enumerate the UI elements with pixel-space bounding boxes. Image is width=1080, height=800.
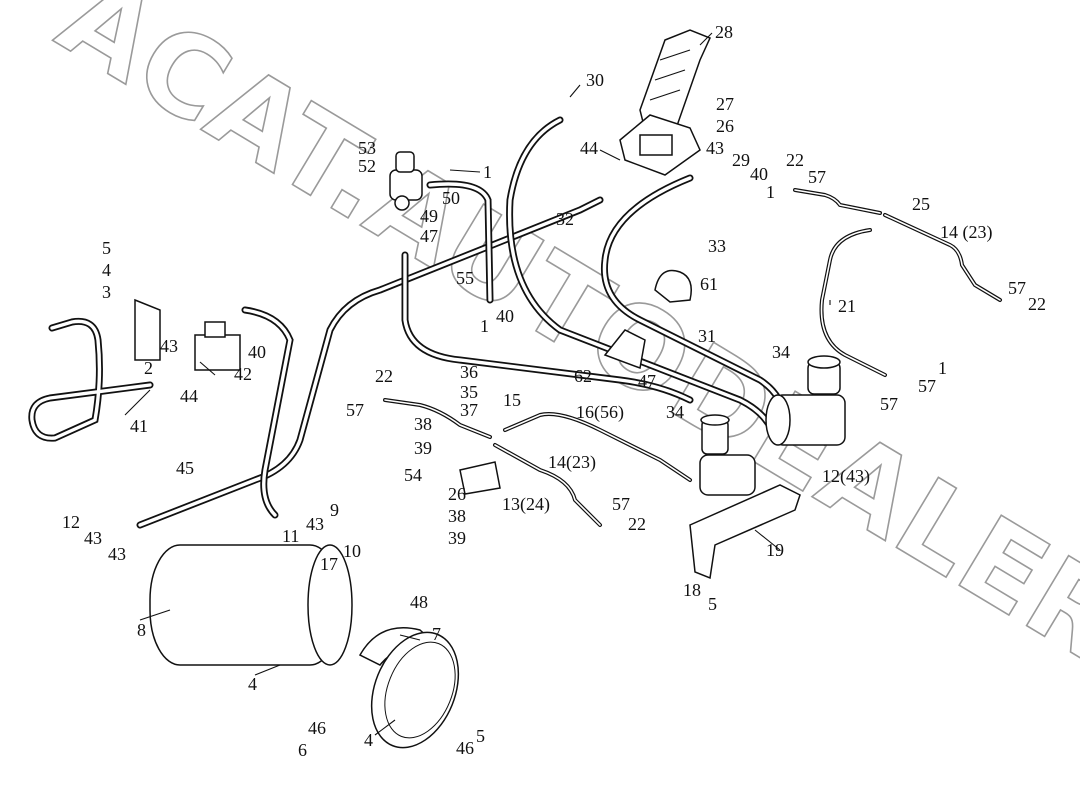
callout: 26: [716, 116, 734, 136]
callout: 47: [638, 371, 656, 391]
callout: 5: [708, 594, 717, 614]
clamp: [654, 269, 692, 303]
callout: 8: [137, 620, 146, 640]
callout: 6: [298, 740, 307, 760]
booster-center: [699, 414, 756, 496]
callout: 22: [786, 150, 804, 170]
callout: 40: [750, 164, 768, 184]
callout: 21: [838, 296, 856, 316]
callout: 55: [456, 268, 474, 288]
callout: 61: [700, 274, 718, 294]
callout: 11: [282, 526, 299, 546]
callout: 57: [1008, 278, 1026, 298]
callout: 12: [62, 512, 80, 532]
callout: 18: [683, 580, 701, 600]
callout: 35: [460, 382, 478, 402]
callout: 16(56): [576, 402, 624, 423]
callout: 29: [732, 150, 750, 170]
callout: 10: [343, 541, 361, 561]
callout: 57: [612, 494, 630, 514]
control-valve: [389, 151, 423, 211]
callout: 38: [448, 506, 466, 526]
callout: 39: [414, 438, 432, 458]
callout: 14 (23): [940, 222, 993, 243]
callout: 57: [346, 400, 364, 420]
callout: 34: [666, 402, 684, 422]
callout: 45: [176, 458, 194, 478]
callout: 46: [308, 718, 326, 738]
callout: 1: [938, 358, 947, 378]
callout: 5: [476, 726, 485, 746]
small-bracket: [459, 461, 501, 495]
callout: 47: [420, 226, 438, 246]
callout: 42: [234, 364, 252, 384]
bracket: [689, 484, 801, 580]
callout: 4: [248, 674, 257, 694]
callout: 25: [912, 194, 930, 214]
callout: 49: [420, 206, 438, 226]
pipe-network: [28, 116, 1002, 529]
callout: 3: [102, 282, 111, 302]
callout: 30: [586, 70, 604, 90]
callout: 50: [442, 188, 460, 208]
callout: 1: [480, 316, 489, 336]
callout: 43: [706, 138, 724, 158]
callout: 1: [483, 162, 492, 182]
callout: 22: [1028, 294, 1046, 314]
callout-labels: 28 30 27 26 53 52 1 44 43 29 22 57 40 1 …: [62, 22, 1046, 760]
callout: 4: [364, 730, 373, 750]
callout: 57: [808, 167, 826, 187]
callout: 43: [108, 544, 126, 564]
callout: 32: [556, 209, 574, 229]
tank-strap-lower: [370, 631, 460, 749]
callout: 43: [160, 336, 178, 356]
callout: 33: [708, 236, 726, 256]
mount-bracket: [603, 329, 646, 370]
callout: 19: [766, 540, 784, 560]
callout: 26: [448, 484, 466, 504]
callout: 7: [432, 624, 441, 644]
callout: 1: [766, 182, 775, 202]
callout: 53: [358, 138, 376, 158]
brake-pedal: [619, 29, 712, 176]
leader-lines: [124, 32, 831, 736]
callout: 15: [503, 390, 521, 410]
callout: 44: [580, 138, 598, 158]
callout: 2: [144, 358, 153, 378]
callout: 17: [320, 554, 338, 574]
callout: 31: [698, 326, 716, 346]
callout: 37: [460, 400, 478, 420]
callout: 34: [772, 342, 790, 362]
callout: 5: [102, 238, 111, 258]
callout: 40: [496, 306, 514, 326]
callout: 12(43): [822, 466, 870, 487]
callout: 48: [410, 592, 428, 612]
callout: 52: [358, 156, 376, 176]
booster-right: [765, 355, 846, 446]
callout: 43: [306, 514, 324, 534]
callout: 36: [460, 362, 478, 382]
callout: 54: [404, 465, 422, 485]
callout: 4: [102, 260, 111, 280]
callout: 22: [375, 366, 393, 386]
callout: 46: [456, 738, 474, 758]
callout: 28: [715, 22, 733, 42]
callout: 22: [628, 514, 646, 534]
callout: 62: [574, 366, 592, 386]
callout: 38: [414, 414, 432, 434]
callout: 40: [248, 342, 266, 362]
callout: 43: [84, 528, 102, 548]
callout: 13(24): [502, 494, 550, 515]
callout: 27: [716, 94, 734, 114]
callout: 39: [448, 528, 466, 548]
callout: 57: [880, 394, 898, 414]
callout: 9: [330, 500, 339, 520]
callout: 41: [130, 416, 148, 436]
callout: 44: [180, 386, 198, 406]
air-tank: [149, 544, 353, 666]
callout: 14(23): [548, 452, 596, 473]
callout: 57: [918, 376, 936, 396]
